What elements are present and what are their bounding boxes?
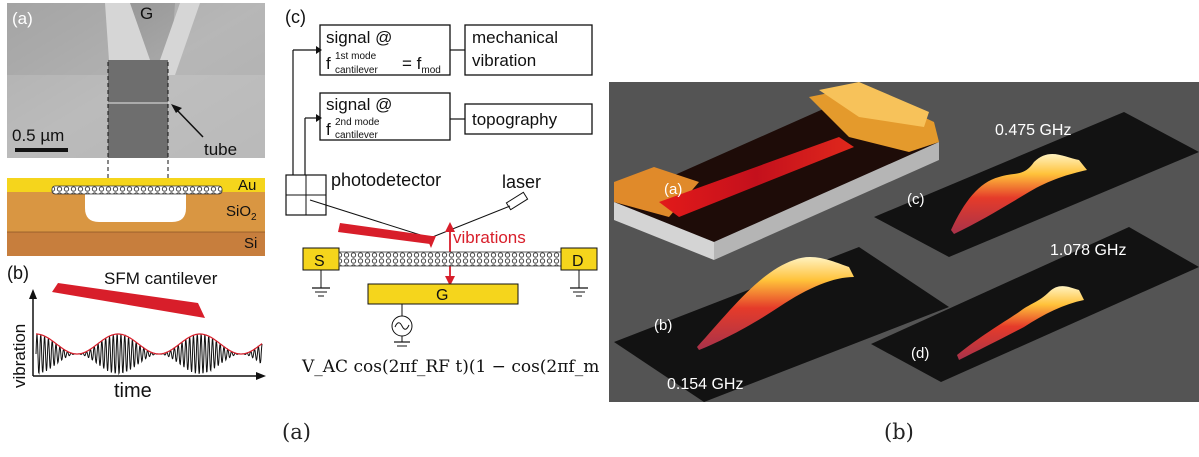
output1-line1: mechanical (472, 28, 558, 47)
caption-a: (a) (282, 420, 311, 444)
freq-c-label: 0.475 GHz (995, 122, 1071, 139)
laser-label: laser (502, 172, 541, 192)
sem-label: (a) (12, 9, 33, 28)
box1-line1: signal @ (326, 28, 392, 47)
vibration-axis-label: vibration (10, 324, 29, 388)
svg-text:f: f (326, 54, 331, 73)
freq-d-label: 1.078 GHz (1050, 242, 1126, 259)
cross-section: Au SiO2 Si (7, 177, 265, 256)
mode-b-profile (697, 257, 854, 350)
drive-formula: V_AC cos(2πf_RF t)(1 − cos(2πf_mod t)) (301, 357, 600, 377)
nanotube (338, 251, 562, 267)
si-label: Si (244, 235, 257, 252)
box1-sub: cantilever (335, 65, 378, 76)
photodetector-label: photodetector (331, 170, 441, 190)
output-box-2 (464, 103, 593, 135)
box1-f: f (326, 54, 331, 73)
box1-eq-sub: mod (421, 65, 440, 76)
mode-c-label: (c) (907, 191, 925, 208)
box1-eq: = f (402, 54, 422, 73)
source-label: S (314, 253, 325, 270)
time-axis-label: time (114, 380, 152, 402)
gate-electrode (367, 283, 519, 305)
box2-f: f (326, 120, 331, 139)
sio2-label: SiO (226, 203, 251, 220)
output-box-1 (464, 24, 593, 76)
box2-sub: cantilever (335, 130, 378, 141)
vibrations-label: vibrations (453, 228, 526, 247)
vibration-wave (35, 333, 263, 376)
drain-label: D (572, 253, 584, 270)
photodetector (285, 174, 327, 216)
sem-gate-label: G (140, 4, 153, 23)
signal-box-2 (319, 92, 451, 141)
output1-line2: vibration (472, 51, 536, 70)
mode-b-label: (b) (654, 317, 672, 334)
tube-label: tube (204, 140, 237, 159)
sio2-subscript: 2 (251, 212, 257, 223)
scale-bar-label: 0.5 µm (12, 126, 64, 145)
signal-plot-label: (b) (7, 263, 29, 283)
mode-d-profile (957, 286, 1084, 360)
output2-label: topography (472, 110, 558, 129)
box2-sup: 2nd mode (335, 117, 380, 128)
figure-a: (a) G 0.5 µm tube Au SiO2 Si (b) SFM can… (7, 3, 600, 402)
setup-diagram: (c) signal @ f 1st mode cantilever = fmo… (285, 7, 600, 377)
mode-c-profile (951, 153, 1087, 234)
gate-label: G (436, 287, 448, 304)
au-label: Au (238, 177, 256, 194)
vibration-envelope (36, 333, 263, 355)
box2-line1: signal @ (326, 95, 392, 114)
setup-label: (c) (285, 7, 306, 27)
signal-box-1 (319, 24, 451, 76)
figure-b: (a) (b) 0.154 GHz (c) 0.475 GHz (d) 1.07… (609, 82, 1199, 402)
mode-d-label: (d) (911, 345, 929, 362)
box1-sup: 1st mode (335, 51, 377, 62)
sem-image: (a) G 0.5 µm tube (7, 3, 265, 205)
topography-3d: (a) (614, 82, 939, 260)
cantilever-label: SFM cantilever (104, 269, 218, 288)
svg-text:SiO2: SiO2 (226, 203, 257, 223)
signal-plot: (b) SFM cantilever vibration time (7, 263, 266, 402)
svg-text:= fmod: = fmod (402, 54, 441, 76)
caption-b: (b) (884, 420, 914, 444)
topography-label: (a) (664, 181, 682, 198)
freq-b-label: 0.154 GHz (667, 376, 743, 393)
